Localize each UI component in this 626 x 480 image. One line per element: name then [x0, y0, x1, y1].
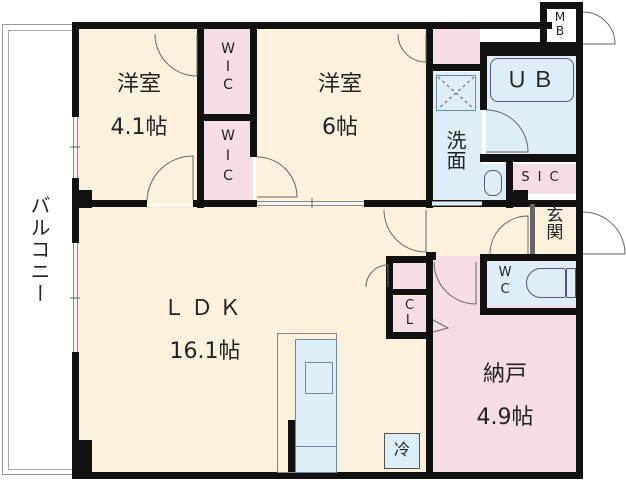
kitchen-sink-icon — [305, 362, 333, 394]
sliding-door-washroom — [432, 201, 482, 206]
western-room-2-name: 洋室 — [317, 72, 362, 97]
balcony — [2, 24, 76, 475]
wash-basin-icon — [484, 170, 502, 196]
room-western-1 — [77, 28, 201, 204]
wall-mid-horizontal-2 — [193, 200, 257, 207]
storage-room-name: 納戸 — [482, 362, 527, 387]
wall-cl-mid — [386, 289, 432, 295]
wall-wic-right — [250, 22, 257, 157]
western-room-2-size: 6帖 — [322, 115, 358, 140]
room-entrance — [536, 206, 576, 256]
ldk-name: ＬＤＫ — [162, 296, 247, 321]
room-closet — [392, 296, 426, 334]
wall-cl-top — [386, 256, 432, 263]
wall-mb-bottom — [480, 42, 580, 56]
wall-kitchen-stub — [288, 420, 295, 476]
wall-wic-divider — [197, 114, 257, 121]
wall-mb-top — [540, 2, 580, 9]
wall-cl-bottom — [386, 332, 432, 339]
wall-sink-right — [506, 160, 513, 208]
western-room-1-label: 洋室 4.1帖 — [80, 68, 198, 144]
wall-ub-bottom — [480, 154, 580, 162]
wall-wc-left — [480, 254, 487, 314]
fridge-space — [384, 433, 420, 469]
room-wic-2 — [203, 120, 253, 202]
room-ldk — [77, 206, 429, 474]
wall-corner-block-2 — [72, 440, 92, 478]
wall-entrance-left — [530, 204, 535, 256]
kitchen-stove-line — [296, 446, 336, 447]
western-room-1-name: 洋室 — [116, 72, 161, 97]
western-room-2-label: 洋室 6帖 — [260, 68, 420, 144]
wall-wc-bottom — [480, 308, 580, 315]
wall-bath-left — [426, 22, 433, 208]
room-unit-bath — [486, 56, 576, 156]
wall-wc-top — [480, 254, 580, 261]
wall-mb-left — [540, 2, 547, 42]
wall-right — [576, 2, 583, 478]
ldk-size: 16.1帖 — [169, 339, 241, 364]
wall-mid-horizontal-1 — [79, 200, 147, 207]
sic-label: SIC — [521, 170, 567, 185]
balcony-inner-line — [8, 30, 74, 470]
room-western-2 — [256, 28, 428, 204]
wall-left-mid — [72, 178, 79, 243]
wall-ub-left — [480, 42, 487, 110]
unit-bath-label: ＵＢ — [505, 68, 558, 93]
sliding-door-western-2 — [257, 201, 364, 206]
western-room-1-size: 4.1帖 — [110, 115, 168, 140]
entrance-label: 玄関 — [542, 206, 563, 240]
wall-storage-left — [426, 256, 433, 478]
room-wic-1 — [203, 28, 253, 116]
toilet-icon — [526, 268, 566, 298]
wall-left-lower — [72, 352, 79, 478]
wall-top — [72, 22, 552, 29]
balcony-label: バルコニー — [27, 195, 51, 305]
room-closet-upper — [392, 262, 426, 292]
ldk-label: ＬＤＫ 16.1帖 — [130, 292, 280, 368]
wall-cl-left — [386, 256, 393, 338]
washroom-label: 洗面 — [443, 130, 467, 170]
bathtub — [490, 58, 574, 102]
wall-bath-top — [426, 64, 482, 71]
storage-room-label: 納戸 4.9帖 — [440, 358, 570, 434]
hall-storage-pink — [432, 28, 480, 64]
wall-left-upper — [72, 22, 79, 117]
room-sic — [512, 164, 576, 194]
wall-sic-notch — [506, 190, 528, 204]
fridge-label: 冷 — [393, 440, 410, 459]
toilet-tank-icon — [566, 268, 576, 298]
wall-bottom — [72, 472, 583, 479]
kitchen-counter — [295, 339, 337, 473]
storage-room-size: 4.9帖 — [476, 405, 534, 430]
